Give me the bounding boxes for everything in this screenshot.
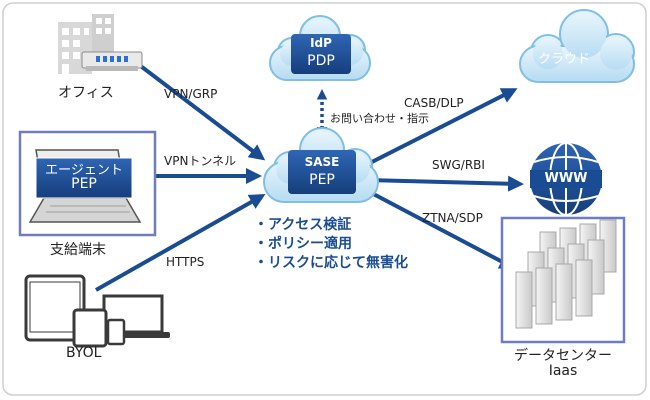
edge-label-sase-www: SWG/RBI (432, 158, 485, 172)
edge-label-sase-datacenter: ZTNA/SDP (422, 211, 483, 225)
edge-label-byol-sase: HTTPS (166, 255, 205, 269)
cloud-label: クラウド (538, 52, 591, 67)
idp-title: IdP (310, 36, 332, 50)
edge-label-sase-cloud: CASB/DLP (404, 96, 464, 110)
sase-cloud (263, 127, 379, 203)
idp-cloud (269, 15, 371, 81)
sase-title: SASE (304, 155, 340, 169)
datacenter-label: データセンター (514, 348, 612, 364)
arrow-sase-www (367, 175, 524, 192)
arrow-sase-cloud (359, 88, 518, 170)
datacenter-sublabel: Iaas (548, 363, 578, 379)
office-label: オフィス (58, 85, 114, 101)
arrow-sase-datacenter (361, 186, 516, 269)
byol-devices-icon (24, 274, 170, 348)
agent-pep-label: PEP (71, 176, 97, 192)
sase-subtitle: PEP (309, 172, 335, 188)
www-label: WWW (544, 171, 588, 186)
arrow-office-sase (136, 62, 266, 161)
feature-risk-sanitize: ・リスクに応じて無害化 (254, 255, 408, 271)
agent-label: エージェント (45, 163, 123, 178)
feature-access-verify: ・アクセス検証 (254, 217, 352, 233)
byol-label: BYOL (66, 345, 102, 361)
feature-policy-apply: ・ポリシー適用 (254, 236, 352, 252)
edge-label-office-sase: VPN/GRP (164, 87, 218, 101)
router-icon (81, 51, 143, 71)
edge-label-idp-sase: お問い合わせ・指示 (330, 112, 429, 125)
agent-pep-box (35, 157, 133, 199)
server-rack-icon (515, 219, 617, 329)
edge-label-branch-sase: VPNトンネル (164, 154, 237, 168)
arrow-byol-sase (95, 194, 266, 292)
www-globe-icon (530, 142, 602, 216)
cloud-icon (519, 9, 635, 83)
branch-label: 支給端末 (50, 242, 106, 258)
idp-subtitle: PDP (307, 53, 335, 69)
